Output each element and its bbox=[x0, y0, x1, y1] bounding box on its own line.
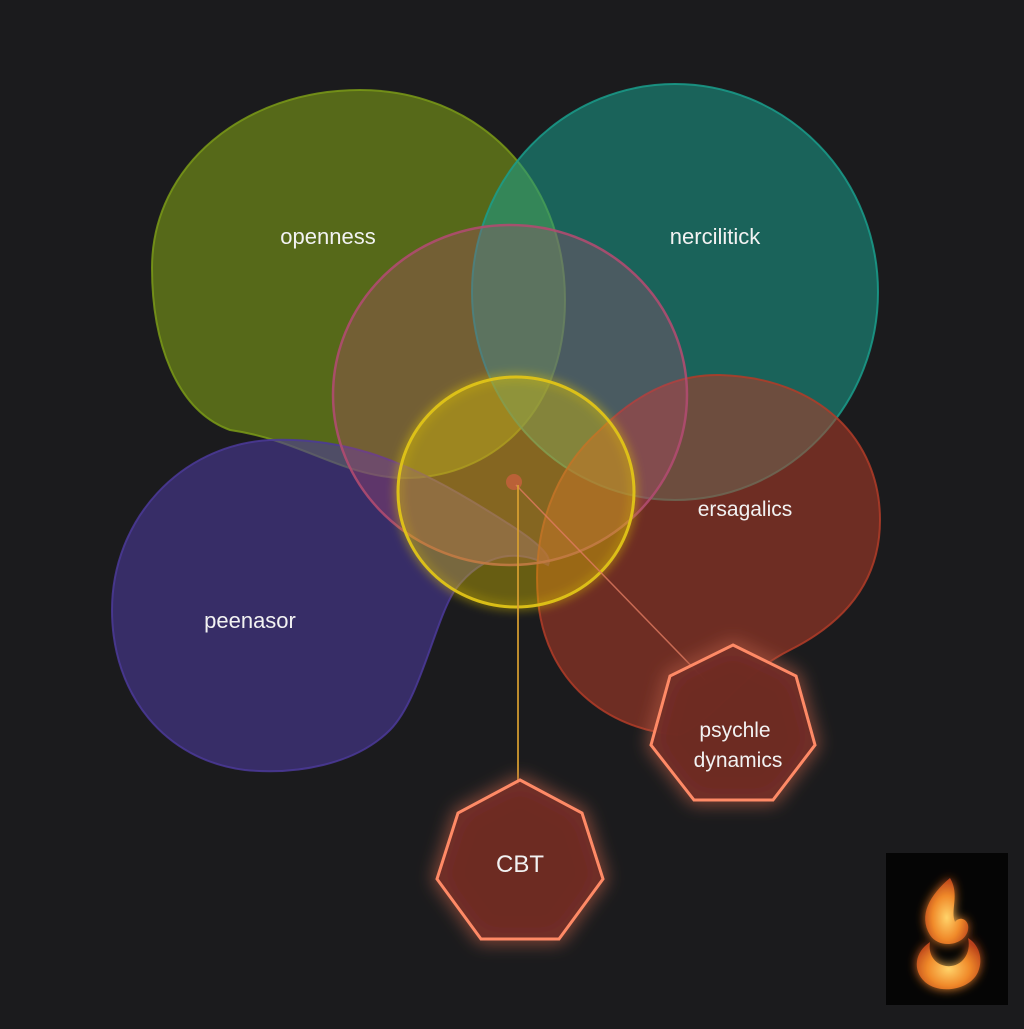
peenasor-label: peenasor bbox=[204, 608, 296, 633]
core-region bbox=[396, 375, 636, 609]
psychodynamics-node[interactable] bbox=[649, 643, 817, 802]
psychodynamics-label-line2: dynamics bbox=[694, 749, 783, 772]
openness-label: openness bbox=[280, 224, 375, 249]
psychodynamics-label-line1: psychle bbox=[699, 719, 770, 742]
logo bbox=[886, 853, 1008, 1005]
nercilitick-label: nercilitick bbox=[670, 224, 761, 249]
cbt-label: CBT bbox=[496, 851, 544, 878]
cbt-node[interactable] bbox=[435, 778, 605, 941]
ersagalics-label: ersagalics bbox=[698, 498, 793, 521]
connector-line-psychodynamics bbox=[515, 484, 706, 681]
center-dot bbox=[506, 474, 522, 490]
flame-icon bbox=[916, 878, 981, 990]
